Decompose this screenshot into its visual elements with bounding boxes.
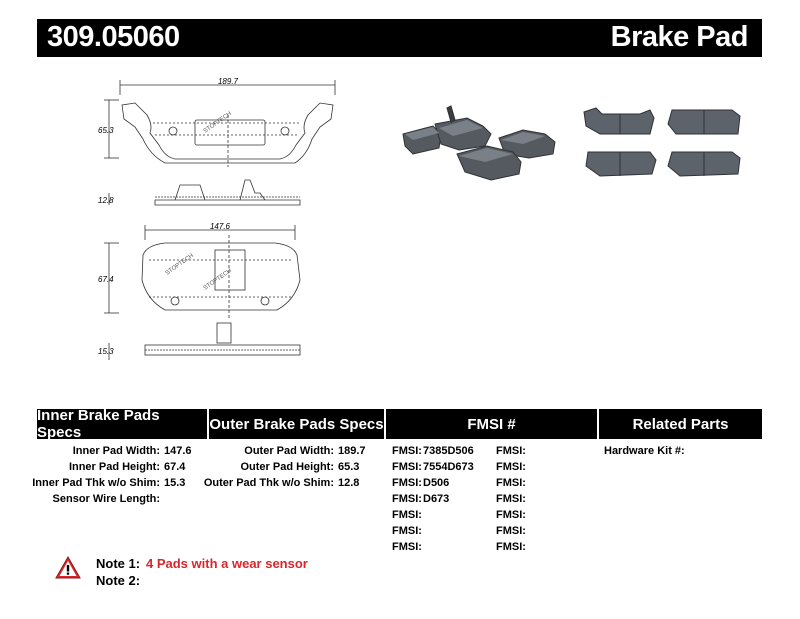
inner-thk-dim: 15.3 (98, 347, 114, 356)
fmsi-label: FMSI: (392, 525, 422, 537)
inner-spec-value: 147.6 (164, 445, 192, 457)
outer-spec-label: Outer Pad Height: (240, 461, 334, 473)
fmsi-label: FMSI: (496, 541, 526, 553)
inner-spec-label: Inner Pad Thk w/o Shim: (32, 477, 160, 489)
outer-spec-value: 189.7 (338, 445, 366, 457)
fmsi-value: 7554D673 (423, 461, 474, 473)
fmsi-value: 7385D506 (423, 445, 474, 457)
inner-spec-label: Inner Pad Height: (68, 461, 160, 473)
fmsi-label: FMSI: (392, 493, 422, 505)
outer-spec-value: 65.3 (338, 461, 360, 473)
inner-width-dim: 147.6 (210, 222, 231, 231)
outer-spec-label: Outer Pad Thk w/o Shim: (203, 477, 334, 489)
brand-watermark: STOPTECH (203, 268, 233, 292)
fmsi-value: D506 (423, 477, 450, 489)
warning-triangle-icon (55, 556, 81, 579)
outer-height-dim: 65.3 (98, 126, 114, 135)
outer-thk-dim: 12.8 (98, 196, 114, 205)
technical-drawing: 189.7 65.3 12.8 147.6 67.4 15.3 STOPTECH… (98, 77, 336, 360)
fmsi-label: FMSI: (392, 461, 422, 473)
related-parts-header: Related Parts (599, 409, 762, 439)
fmsi-label: FMSI: (392, 445, 422, 457)
fmsi-value: D673 (423, 493, 450, 505)
fmsi-label: FMSI: (496, 461, 526, 473)
inner-height-dim: 67.4 (98, 275, 114, 284)
fmsi-label: FMSI: (496, 509, 526, 521)
product-photo-face (583, 107, 741, 177)
inner-spec-label: Inner Pad Width: (72, 445, 160, 457)
fmsi-label: FMSI: (496, 525, 526, 537)
note-1-label: Note 1: (96, 556, 141, 571)
fmsi-label: FMSI: (496, 445, 526, 457)
outer-spec-value: 12.8 (338, 477, 360, 489)
part-number: 309.05060 (47, 21, 180, 53)
outer-spec-label: Outer Pad Width: (244, 445, 334, 457)
inner-spec-value: 15.3 (164, 477, 186, 489)
hardware-kit-label: Hardware Kit #: (604, 445, 685, 457)
fmsi-label: FMSI: (392, 541, 422, 553)
outer-width-dim: 189.7 (218, 77, 239, 86)
note-2-label: Note 2: (96, 573, 141, 588)
inner-spec-label: Sensor Wire Length: (52, 493, 160, 505)
fmsi-label: FMSI: (392, 477, 422, 489)
fmsi-label: FMSI: (496, 477, 526, 489)
brand-watermark: STOPTECH (165, 253, 195, 277)
outer-specs-header: Outer Brake Pads Specs (209, 409, 384, 439)
inner-spec-value: 67.4 (164, 461, 186, 473)
product-title: Brake Pad (610, 21, 749, 53)
product-photo-angled (402, 105, 556, 181)
fmsi-label: FMSI: (496, 493, 526, 505)
fmsi-header: FMSI # (386, 409, 597, 439)
note-1-value: 4 Pads with a wear sensor (146, 556, 308, 571)
title-bar: 309.05060 Brake Pad (37, 19, 762, 57)
fmsi-label: FMSI: (392, 509, 422, 521)
inner-specs-header: Inner Brake Pads Specs (37, 407, 207, 441)
